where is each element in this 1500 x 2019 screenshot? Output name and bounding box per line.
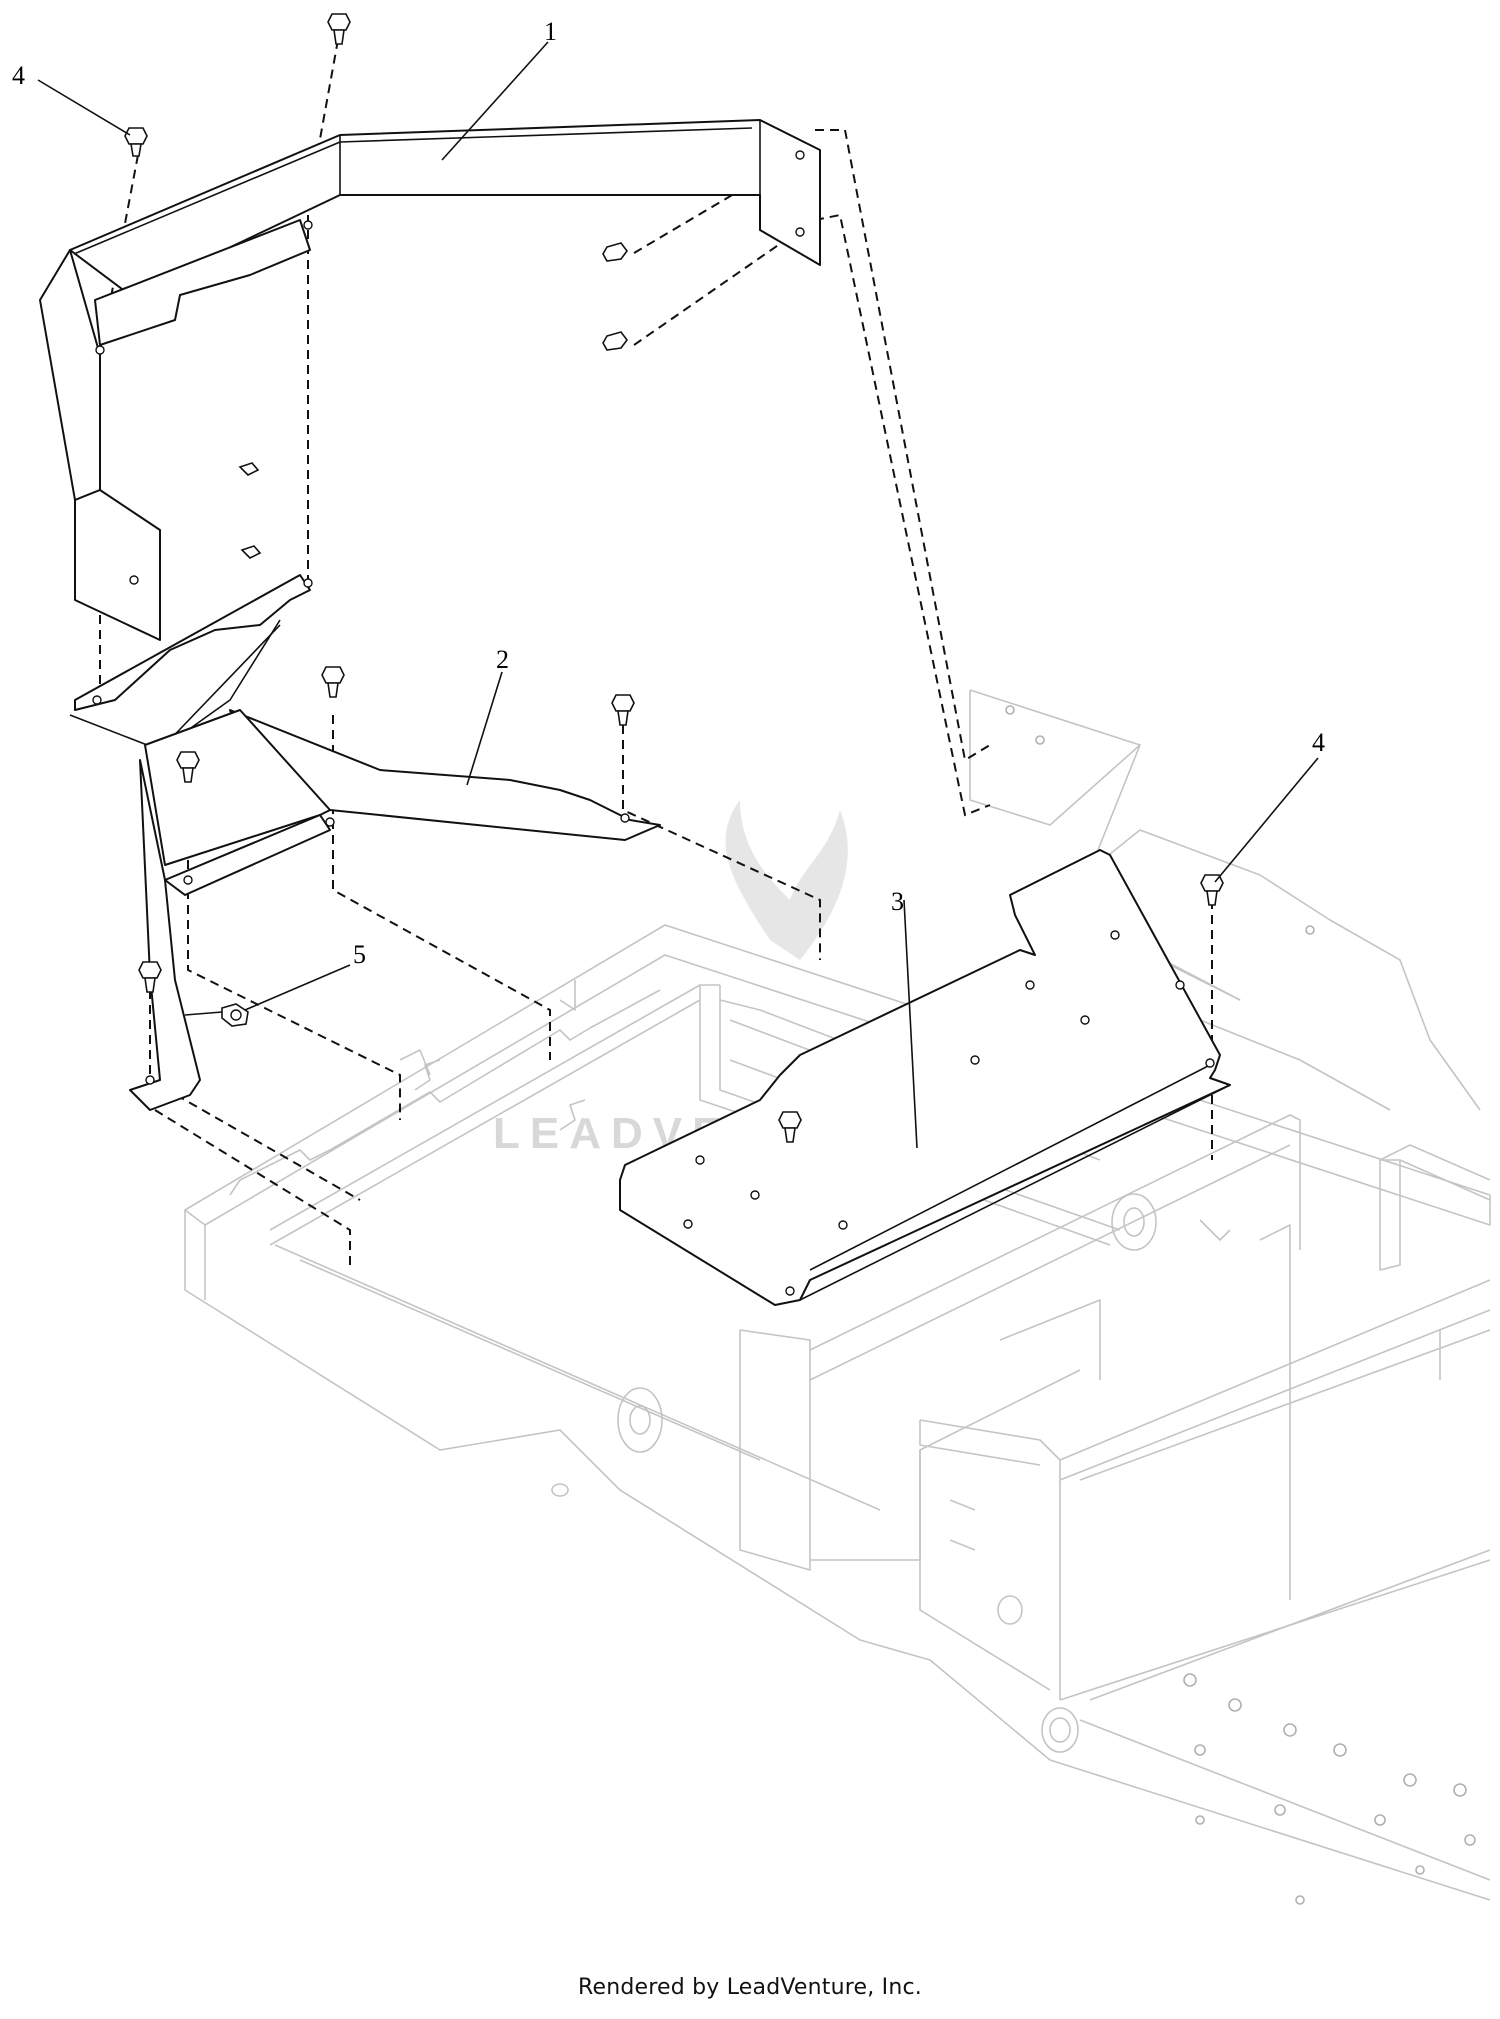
bolt[interactable] [1200,874,1224,906]
callout-1[interactable]: 1 [544,17,557,46]
callout-labels: 1 2 3 4 4 5 [12,17,1325,969]
bolt[interactable] [124,127,148,157]
footer-credit: Rendered by LeadVenture, Inc. [578,1975,922,2000]
part-4-bolts[interactable] [124,13,1224,1143]
weld-stud [238,462,262,559]
callout-2[interactable]: 2 [496,645,509,674]
bolt[interactable] [611,694,635,726]
bolt[interactable] [602,242,628,262]
bolt[interactable] [176,751,200,783]
part-1-upper-shield[interactable] [39,119,821,751]
callout-4-top[interactable]: 4 [12,61,25,90]
bolt[interactable] [321,666,345,698]
bolt[interactable] [327,13,351,45]
callout-3[interactable]: 3 [891,887,904,916]
bolt[interactable] [778,1111,802,1143]
part-3-floor-plate[interactable] [619,849,1231,1306]
callout-4-right[interactable]: 4 [1312,728,1325,757]
callout-5[interactable]: 5 [353,940,366,969]
bolt[interactable] [602,331,628,351]
part-5-clip[interactable] [184,1003,249,1027]
part-2-lower-shield[interactable] [129,709,661,1111]
bolt[interactable] [138,961,162,993]
leader-lines [37,41,1319,1149]
